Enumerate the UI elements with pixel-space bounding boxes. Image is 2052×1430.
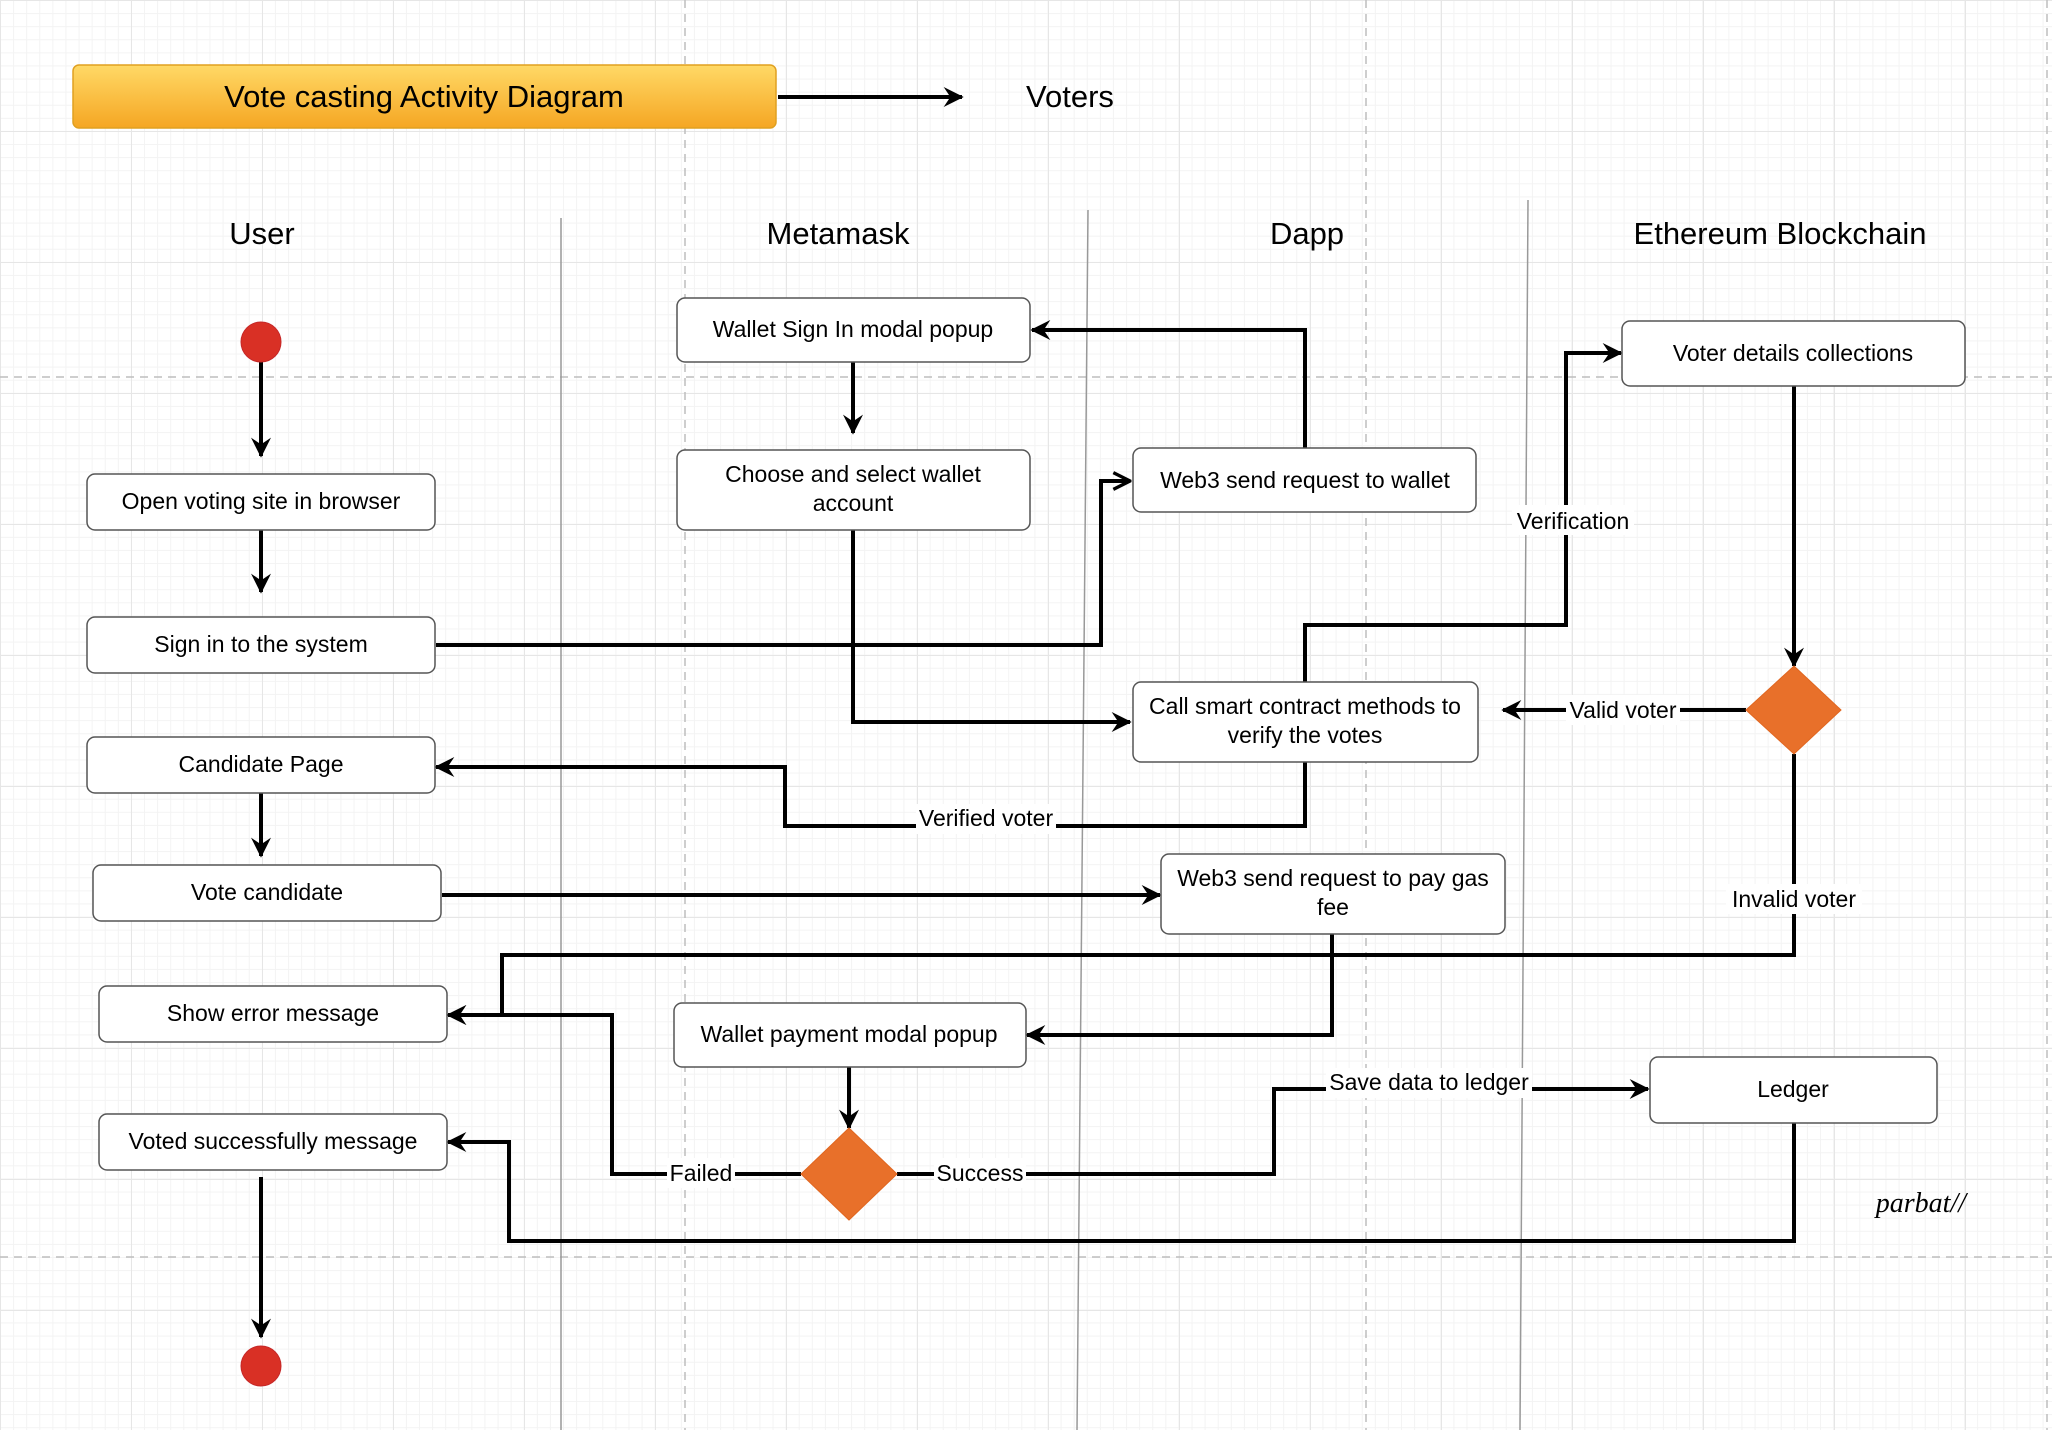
node-web3-gas	[1160, 853, 1506, 935]
label-bg-verified	[916, 804, 1056, 834]
label-bg-failed	[667, 1158, 735, 1188]
lane-header-ethereum: Ethereum Blockchain	[1634, 216, 1927, 251]
text-vote-candidate: Vote candidate	[191, 879, 343, 905]
label-success: Success	[937, 1160, 1024, 1186]
text-open-site: Open voting site in browser	[122, 488, 401, 514]
label-valid-voter: Valid voter	[1570, 697, 1677, 723]
edge-invalid-voter	[446, 754, 1796, 1025]
label-failed: Failed	[670, 1160, 733, 1186]
decision-payment	[800, 1127, 898, 1221]
node-wallet-signin	[676, 297, 1031, 363]
node-web3-request	[1132, 447, 1477, 513]
edge-web3-to-wallet-signin	[1030, 320, 1307, 448]
label-bg-valid	[1566, 695, 1680, 725]
text-web3-request: Web3 send request to wallet	[1160, 467, 1450, 493]
diagram-title: Vote casting Activity Diagram	[224, 79, 624, 114]
title-box	[72, 64, 777, 129]
edge-ledger-to-voted	[446, 1123, 1796, 1243]
edge-verified-voter	[434, 757, 1307, 828]
text-show-error: Show error message	[167, 1000, 379, 1026]
node-sign-in	[86, 616, 436, 674]
node-choose-wallet	[676, 449, 1031, 531]
lane-header-dapp: Dapp	[1270, 216, 1344, 251]
swimlane-separators	[560, 199, 1529, 1430]
label-save-data: Save data to ledger	[1329, 1069, 1529, 1095]
node-vote-candidate	[92, 864, 442, 922]
text-choose-wallet-line1: Choose and select wallet	[725, 461, 981, 487]
start-node	[240, 321, 282, 363]
lane-separator-2	[1076, 209, 1089, 1430]
label-verified-voter: Verified voter	[919, 805, 1054, 831]
node-voted-success	[98, 1113, 448, 1171]
decision-voter-validity	[1745, 665, 1842, 755]
text-choose-wallet-line2: account	[813, 490, 894, 516]
text-call-contract-line1: Call smart contract methods to	[1149, 693, 1461, 719]
lane-header-metamask: Metamask	[767, 216, 910, 251]
label-bg-invalid	[1726, 884, 1862, 914]
edge-signin-to-web3	[436, 481, 1130, 647]
text-sign-in: Sign in to the system	[154, 631, 368, 657]
text-wallet-payment: Wallet payment modal popup	[700, 1021, 997, 1047]
text-call-contract-line2: verify the votes	[1228, 722, 1383, 748]
edge-contract-to-voter-details	[1303, 343, 1623, 682]
label-invalid-voter: Invalid voter	[1732, 886, 1856, 912]
title-target-label: Voters	[1026, 79, 1114, 114]
edge-gas-to-payment	[1025, 934, 1334, 1045]
lane-header-user: User	[229, 216, 294, 251]
edge-choose-to-contract	[851, 530, 1132, 732]
node-wallet-payment	[673, 1002, 1027, 1068]
label-bg-verification	[1512, 505, 1634, 535]
signature-text: parbat//	[1874, 1188, 1968, 1219]
text-candidate-page: Candidate Page	[179, 751, 344, 777]
label-bg-save	[1326, 1068, 1532, 1098]
end-node	[240, 1345, 282, 1387]
text-ledger: Ledger	[1757, 1076, 1829, 1102]
label-verification: Verification	[1517, 508, 1630, 534]
text-voted-success: Voted successfully message	[129, 1128, 418, 1154]
node-ledger	[1649, 1056, 1938, 1124]
node-show-error	[98, 985, 448, 1043]
text-wallet-signin: Wallet Sign In modal popup	[713, 316, 993, 342]
node-call-contract	[1132, 681, 1479, 763]
label-bg-success	[934, 1158, 1026, 1188]
text-voter-details: Voter details collections	[1673, 340, 1913, 366]
node-candidate-page	[86, 736, 436, 794]
text-web3-gas-line2: fee	[1317, 894, 1349, 920]
text-web3-gas-line1: Web3 send request to pay gas	[1177, 865, 1489, 891]
lane-separator-3	[1519, 199, 1529, 1430]
node-voter-details	[1621, 320, 1966, 387]
node-open-site	[86, 473, 436, 531]
